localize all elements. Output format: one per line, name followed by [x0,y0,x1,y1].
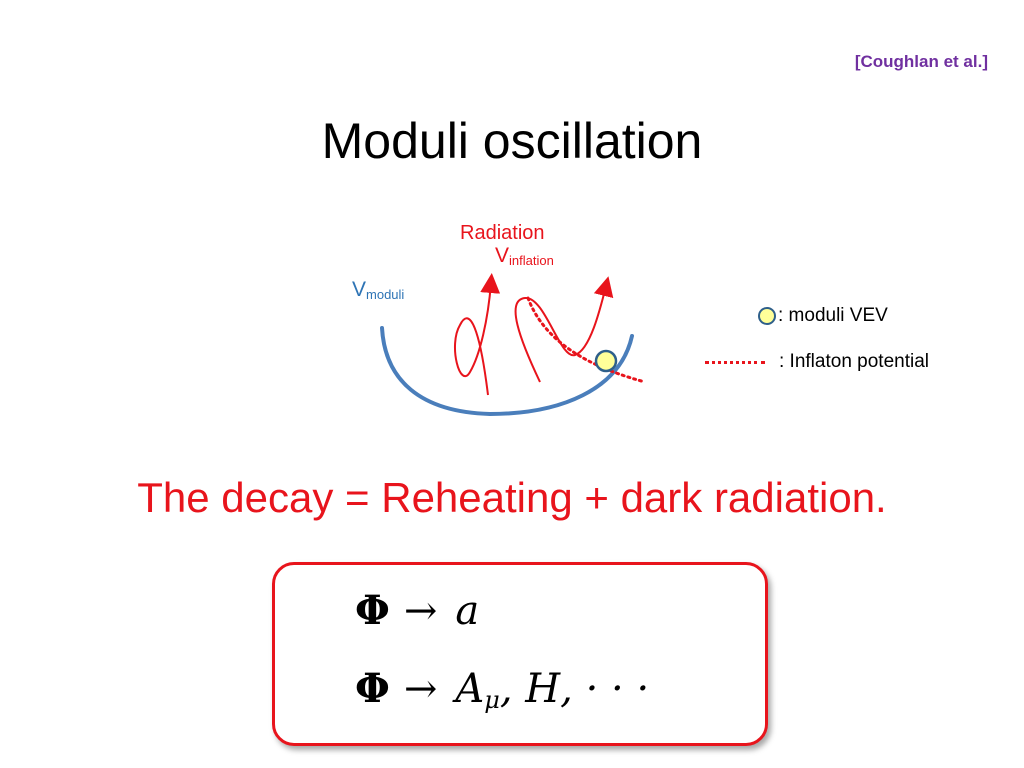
legend-moduli-vev: : moduli VEV [758,305,888,327]
dotted-line-icon [705,360,765,364]
radiation-arrow-left [453,273,501,396]
equation-box: Φ→a Φ→Aμ, H, · · · [272,562,768,746]
radiation-label: Radiation [460,222,545,244]
inflaton-potential-curve [526,296,647,384]
decay-statement: The decay = Reheating + dark radiation. [137,474,887,521]
page-title: Moduli oscillation [321,113,703,169]
equation-line-2: Φ→Aμ, H, · · · [355,665,650,714]
legend-vev-text: : moduli VEV [778,305,888,326]
legend-inflaton-potential: : Inflaton potential [705,351,929,373]
legend-inflaton-text: : Inflaton potential [779,351,929,372]
vev-dot-icon [758,307,776,325]
citation: [Coughlan et al.] [854,52,988,71]
radiation-arrow-right [514,276,614,383]
v-inflation-label: Vinflation [495,244,554,268]
moduli-potential-curve [380,326,634,417]
v-moduli-label: Vmoduli [352,278,405,302]
equation-line-1: Φ→a [355,587,480,634]
moduli-vev-ball [594,349,618,373]
